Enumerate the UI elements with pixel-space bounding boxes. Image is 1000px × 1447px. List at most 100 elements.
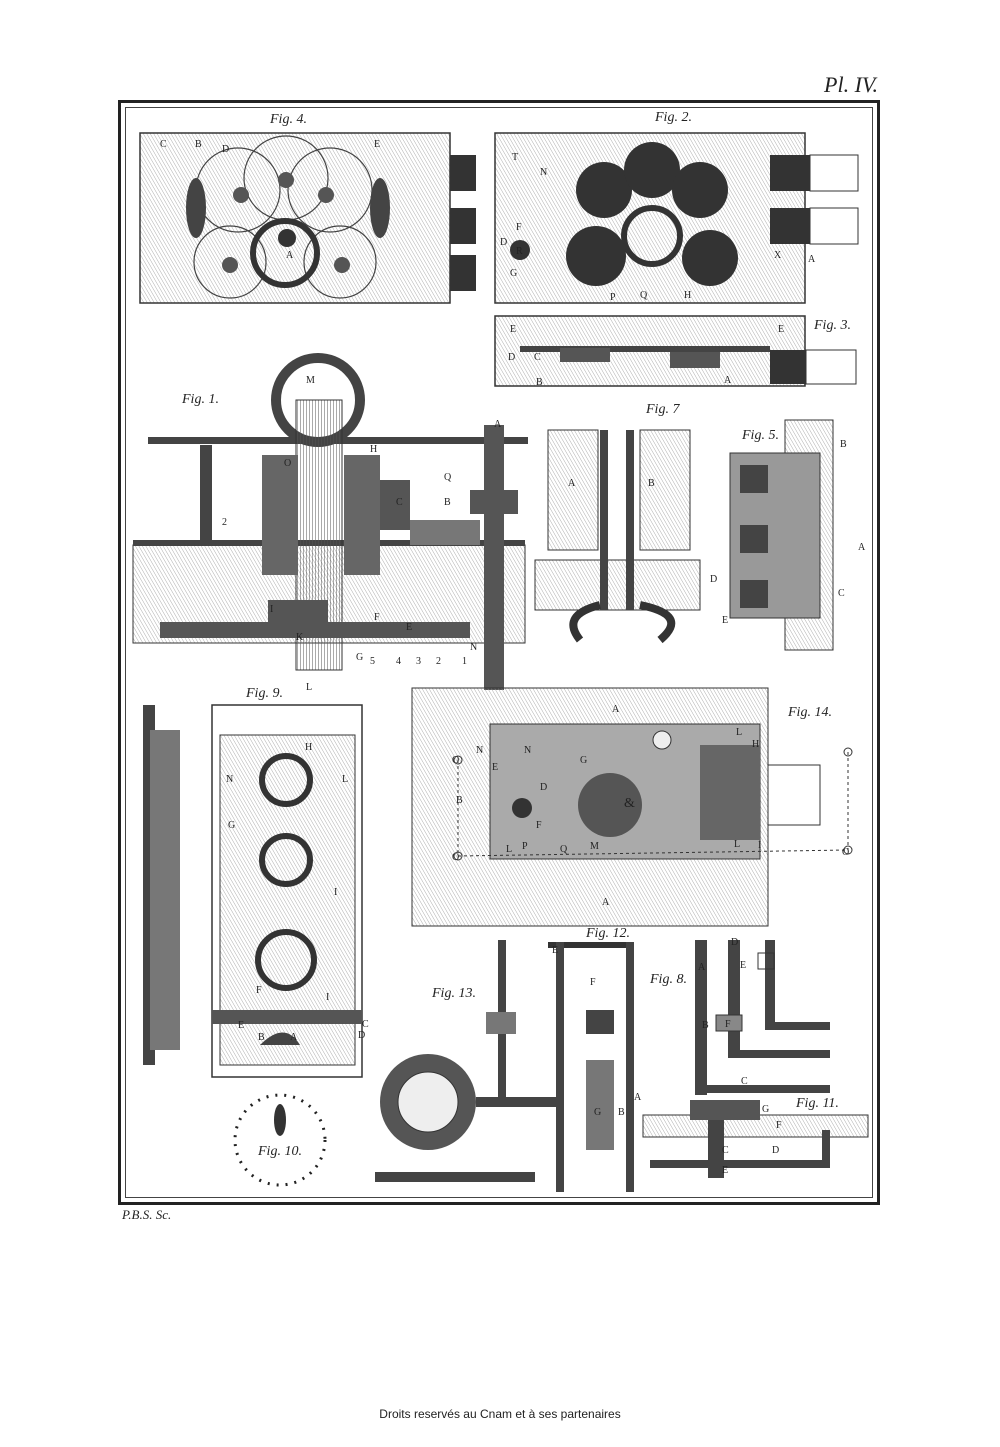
svg-text:L: L (342, 774, 348, 785)
svg-text:O: O (842, 847, 849, 858)
svg-text:A: A (634, 1092, 642, 1103)
svg-text:E: E (510, 324, 516, 335)
svg-text:&: & (624, 796, 635, 811)
svg-text:D: D (358, 1030, 365, 1041)
rights-footer: Droits reservés au Cnam et à ses partena… (379, 1407, 621, 1421)
svg-text:L: L (736, 727, 742, 738)
svg-text:E: E (492, 762, 498, 773)
svg-text:3: 3 (416, 656, 421, 667)
svg-text:B: B (444, 497, 451, 508)
svg-text:G: G (510, 268, 517, 279)
svg-text:A: A (568, 478, 576, 489)
svg-text:G: G (762, 1104, 769, 1115)
svg-text:A: A (724, 375, 732, 386)
fig-7-caption: Fig. 7 (646, 402, 680, 417)
svg-text:E: E (778, 324, 784, 335)
svg-text:H: H (684, 290, 691, 301)
svg-text:Q: Q (560, 844, 568, 855)
fig-12-caption: Fig. 12. (586, 926, 630, 941)
svg-text:G: G (580, 755, 587, 766)
fig-2-caption: Fig. 2. (655, 110, 692, 125)
svg-text:M: M (306, 375, 315, 386)
svg-text:I: I (758, 840, 761, 851)
svg-text:O: O (452, 852, 459, 863)
svg-text:C: C (534, 352, 541, 363)
svg-text:E: E (722, 615, 728, 626)
svg-text:C: C (741, 1076, 748, 1087)
svg-text:5: 5 (370, 656, 375, 667)
svg-text:C: C (362, 1019, 369, 1030)
svg-text:B: B (702, 1020, 709, 1031)
figure-10 (233, 1093, 327, 1187)
svg-text:I: I (270, 604, 273, 615)
svg-text:T: T (512, 152, 518, 163)
svg-text:E: E (238, 1020, 244, 1031)
svg-text:2: 2 (222, 517, 227, 528)
fig-13-caption: Fig. 13. (432, 986, 476, 1001)
svg-text:C: C (838, 588, 845, 599)
svg-text:4: 4 (396, 656, 401, 667)
svg-text:I: I (334, 887, 337, 898)
svg-text:2: 2 (436, 656, 441, 667)
fig-8-caption: Fig. 8. (650, 972, 687, 987)
svg-text:F: F (374, 612, 380, 623)
svg-text:R: R (516, 246, 523, 257)
fig-9-caption: Fig. 9. (246, 686, 283, 701)
svg-text:O: O (284, 458, 291, 469)
svg-text:A: A (494, 419, 502, 430)
svg-text:D: D (540, 782, 547, 793)
fig-14-caption: Fig. 14. (788, 705, 832, 720)
svg-text:B: B (536, 377, 543, 388)
svg-text:O: O (452, 755, 459, 766)
svg-text:F: F (256, 985, 262, 996)
svg-text:F: F (536, 820, 542, 831)
svg-text:A: A (612, 704, 620, 715)
svg-text:D: D (508, 352, 515, 363)
fig-11-caption: Fig. 11. (796, 1096, 839, 1111)
svg-text:E: E (374, 139, 380, 150)
svg-text:F: F (725, 1019, 731, 1030)
svg-text:D: D (222, 144, 229, 155)
svg-text:1: 1 (462, 656, 467, 667)
svg-text:F: F (590, 977, 596, 988)
figure-3: E E D C B A (494, 315, 857, 388)
plate-number: Pl. IV. (824, 72, 878, 97)
svg-text:P: P (610, 292, 616, 303)
plate-frame (118, 100, 880, 1205)
svg-text:A: A (698, 962, 706, 973)
svg-text:D: D (500, 237, 507, 248)
svg-text:I: I (326, 992, 329, 1003)
svg-text:F: F (516, 222, 522, 233)
svg-text:G: G (228, 820, 235, 831)
svg-text:E: E (552, 945, 558, 956)
svg-text:A: A (286, 250, 294, 261)
svg-text:C: C (396, 497, 403, 508)
svg-text:B: B (258, 1032, 265, 1043)
fig-3-caption: Fig. 3. (814, 318, 851, 333)
svg-text:A: A (858, 542, 866, 553)
svg-text:C: C (160, 139, 167, 150)
fig-1-caption: Fig. 1. (182, 392, 219, 407)
svg-text:B: B (456, 795, 463, 806)
figure-8: AD EB FC (695, 937, 830, 1095)
svg-text:B: B (840, 439, 847, 450)
svg-text:H: H (370, 444, 377, 455)
svg-text:L: L (734, 839, 740, 850)
svg-text:X: X (774, 250, 782, 261)
svg-text:K: K (296, 632, 304, 643)
svg-text:N: N (476, 745, 483, 756)
svg-text:E: E (406, 622, 412, 633)
svg-text:D: D (772, 1145, 779, 1156)
svg-text:E: E (722, 1165, 728, 1176)
engraver-signature: P.B.S. Sc. (122, 1207, 172, 1222)
svg-text:L: L (506, 844, 512, 855)
svg-text:Q: Q (640, 290, 648, 301)
